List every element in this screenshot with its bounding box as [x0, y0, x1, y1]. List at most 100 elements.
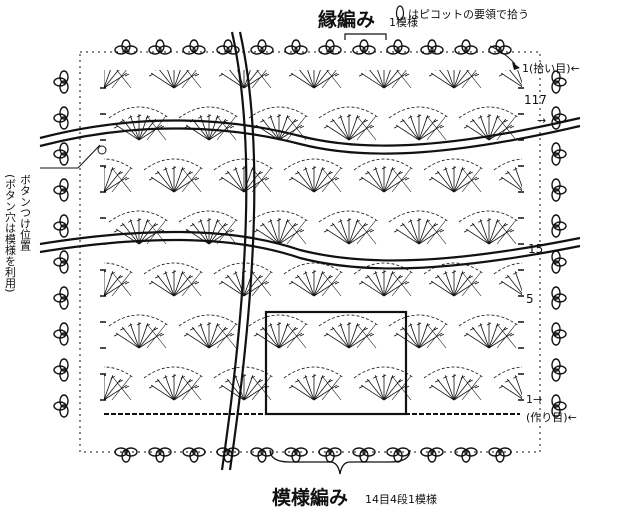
picot-symbol-icon — [395, 5, 405, 21]
edging-leaf — [551, 214, 567, 238]
edging-leaf — [148, 39, 172, 55]
edging-leaf — [148, 447, 172, 463]
shell-stitch — [423, 366, 485, 401]
edging-leaf — [53, 70, 69, 94]
shell-stitch — [248, 314, 310, 349]
edging-leaf — [551, 142, 567, 166]
shell-stitch — [318, 210, 380, 245]
shell-stitch — [104, 70, 132, 89]
row-117-label: 117 — [524, 93, 547, 107]
shell-stitch — [213, 366, 275, 401]
shell-stitch — [493, 366, 522, 400]
shell-stitch — [458, 210, 520, 245]
edging-leaf — [551, 70, 567, 94]
pickup-arrowhead — [512, 62, 520, 70]
shell-stitch — [388, 106, 450, 141]
edging-leaf — [318, 447, 342, 463]
edging-leaf — [551, 358, 567, 382]
edging-leaves — [53, 39, 567, 463]
shell-stitch — [358, 70, 412, 89]
shell-stitch — [104, 158, 135, 193]
button-note-main: ボタンつけ位置 — [19, 174, 32, 251]
shell-stitch — [498, 70, 522, 88]
edging-leaf — [53, 214, 69, 238]
section-break-lines — [39, 31, 581, 471]
edging-leaf — [53, 142, 69, 166]
edging-leaf — [284, 39, 308, 55]
edging-leaf — [216, 447, 240, 463]
edging-leaf — [53, 322, 69, 346]
shell-stitch — [39, 315, 99, 348]
shell-stitch — [428, 70, 482, 89]
pattern-repeat-brace — [269, 449, 411, 475]
edging-leaf — [352, 447, 376, 463]
edging-leaf — [551, 322, 567, 346]
shell-stitch — [143, 366, 205, 401]
shell-stitch — [108, 314, 170, 349]
edging-leaf — [53, 178, 69, 202]
edging-leaf — [250, 39, 274, 55]
shell-stitch — [458, 314, 520, 349]
shell-stitch — [104, 366, 135, 401]
shell-stitch — [288, 70, 342, 89]
edging-leaf — [318, 39, 342, 55]
shell-stitch — [143, 262, 205, 297]
edging-leaf — [386, 447, 410, 463]
pattern-note: 14目4段1模様 — [365, 492, 437, 506]
stitch-pattern — [4, 55, 522, 401]
row-117-arrow: → — [537, 114, 546, 127]
shell-stitch — [388, 314, 450, 349]
pattern-repeat-box — [264, 310, 408, 416]
edging-leaf — [53, 358, 69, 382]
row-15-label: 15 — [528, 242, 543, 256]
pickup-label: 1(拾い目)← — [522, 61, 580, 75]
shell-stitch — [4, 55, 64, 88]
edging-leaf — [114, 447, 138, 463]
pattern-title: 模様編み — [272, 486, 348, 509]
shell-stitch — [143, 158, 205, 193]
shell-stitch — [423, 158, 485, 193]
shell-stitch — [178, 210, 240, 245]
edging-leaf — [250, 447, 274, 463]
shell-stitch — [178, 314, 240, 349]
shell-stitch — [108, 210, 170, 245]
edging-leaf — [551, 106, 567, 130]
button-note-sub: (ボタン穴は模様を利用) — [4, 174, 17, 293]
edge-repeat-label: 1模様 — [389, 15, 418, 29]
shell-stitch — [283, 366, 345, 401]
shell-stitch — [283, 158, 345, 193]
shell-stitch — [493, 158, 522, 192]
pickup-pointer — [489, 45, 516, 65]
foundation-label: (作り目)← — [526, 411, 577, 424]
edging-leaf — [182, 39, 206, 55]
picot-note: はピコットの要領で拾う — [408, 7, 529, 21]
edging-leaf — [114, 39, 138, 55]
shell-stitch — [353, 158, 415, 193]
edging-leaf — [284, 447, 308, 463]
edging-leaf — [53, 250, 69, 274]
shell-stitch — [353, 262, 415, 297]
edging-leaf — [53, 394, 69, 418]
edging-leaf — [454, 39, 478, 55]
row-5-label: 5 — [526, 292, 534, 306]
shell-stitch — [104, 262, 135, 297]
shell-stitch — [218, 70, 272, 89]
edging-leaf — [551, 250, 567, 274]
edging-leaf — [216, 39, 240, 55]
edging-leaf — [551, 286, 567, 310]
edging-leaf — [551, 394, 567, 418]
edging-leaf — [53, 286, 69, 310]
button-leader — [40, 144, 101, 169]
shell-stitch — [388, 210, 450, 245]
shell-stitch — [493, 262, 522, 296]
row-1-label: 1→ — [526, 393, 542, 406]
edging-leaf — [551, 178, 567, 202]
edge-repeat-bracket — [344, 33, 387, 40]
edging-leaf — [53, 106, 69, 130]
button-mark — [97, 145, 107, 155]
row-ticks — [100, 87, 524, 401]
edging-leaf — [454, 447, 478, 463]
edging-leaf — [488, 447, 512, 463]
shell-stitch — [283, 262, 345, 297]
